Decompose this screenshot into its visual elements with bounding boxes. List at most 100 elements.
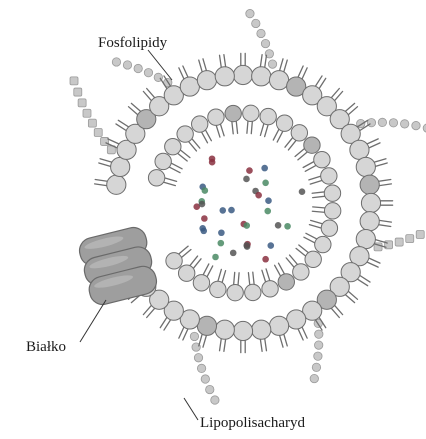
lipid-head — [193, 275, 209, 291]
cargo-particle — [265, 197, 272, 204]
lipid-tail — [199, 333, 203, 345]
lipid-head — [197, 316, 216, 335]
lipid-tail — [366, 262, 378, 267]
lipid-tail — [224, 339, 226, 352]
lipid-head — [245, 284, 261, 300]
lipid-tail — [220, 123, 224, 135]
sugar-unit — [197, 364, 205, 372]
cargo-particle — [209, 159, 216, 166]
lipid-tail — [298, 328, 303, 340]
lipid-tail — [302, 326, 307, 338]
lipid-tail — [203, 335, 207, 347]
lipid-tail — [216, 125, 220, 137]
lipid-head — [165, 138, 181, 154]
phospholipid — [287, 310, 308, 340]
sugar-unit — [211, 396, 219, 404]
lipid-head — [215, 67, 234, 86]
phospholipid — [356, 157, 387, 176]
sugar-unit — [112, 58, 120, 66]
phospholipid — [262, 269, 278, 297]
sugar-unit — [246, 9, 254, 17]
phospholipid — [360, 175, 391, 194]
lipid-tail — [313, 196, 326, 197]
sugar-unit — [310, 374, 318, 382]
lipid-head — [243, 105, 259, 121]
sugar-unit — [268, 60, 276, 68]
lipid-tail — [179, 68, 184, 80]
lipid-head — [178, 265, 194, 281]
lipid-tail — [164, 178, 176, 182]
lipid-head — [155, 153, 171, 169]
phospholipid — [350, 139, 380, 160]
lipid-head — [321, 168, 337, 184]
lipid-tail — [108, 139, 120, 144]
lipid-tail — [253, 272, 254, 285]
cargo-particle — [255, 192, 262, 199]
lipid-tail — [265, 55, 267, 68]
lipid-tail — [378, 225, 391, 227]
lipid-tail — [236, 120, 237, 133]
lipid-tail — [373, 159, 385, 163]
lipid-tail — [379, 220, 392, 222]
protein-leader — [80, 300, 106, 342]
sugar-unit — [395, 238, 403, 246]
lipid-head — [260, 108, 276, 124]
cargo-particle — [243, 242, 250, 249]
lipid-tail — [183, 328, 188, 340]
lipid-tail — [368, 258, 380, 263]
lipid-tail — [284, 60, 288, 72]
lipid-tail — [306, 233, 318, 239]
sugar-unit — [261, 39, 269, 47]
cargo-particle — [228, 207, 235, 214]
lipid-tail — [266, 269, 270, 281]
sugar-unit — [74, 88, 82, 96]
lipid-head — [360, 212, 379, 231]
sugar-unit — [315, 330, 323, 338]
lipid-head — [197, 71, 216, 90]
lipid-tail — [234, 272, 235, 285]
lipid-tail — [279, 335, 283, 347]
lipid-head — [225, 105, 241, 121]
sugar-unit — [83, 109, 91, 117]
lipid-tail — [171, 163, 183, 169]
phospholipid — [356, 229, 387, 248]
lipid-head — [360, 175, 379, 194]
lipid-tail — [199, 60, 203, 72]
lipid-tail — [262, 270, 266, 282]
sugar-unit — [70, 77, 78, 85]
lipid-head — [192, 116, 208, 132]
inner-leaflet — [148, 105, 340, 301]
lipid-head — [148, 170, 164, 186]
lipid-tail — [368, 143, 380, 148]
phospholipid — [312, 185, 341, 201]
lipid-tail — [313, 207, 326, 208]
cargo-particle — [299, 188, 306, 195]
cargo-particle — [218, 240, 225, 247]
phospholipid — [252, 320, 271, 351]
lipid-head — [305, 251, 321, 267]
sugar-unit — [201, 375, 209, 383]
sugar-unit — [400, 120, 408, 128]
lipid-tail — [169, 167, 181, 173]
phospholipid — [360, 212, 391, 231]
lipid-head — [287, 310, 306, 329]
phospholipid — [243, 105, 259, 134]
lipid-head — [356, 157, 375, 176]
lipid-tail — [238, 273, 239, 286]
lipid-head — [166, 253, 182, 269]
lipid-head — [269, 316, 288, 335]
cargo-particle — [212, 254, 219, 261]
sugar-unit — [416, 231, 424, 239]
phospholipid — [233, 321, 252, 352]
lipid-head — [361, 193, 380, 212]
cargo-particle — [243, 176, 250, 183]
lipid-tail — [312, 192, 325, 193]
lipid-head — [210, 281, 226, 297]
phospholipid — [95, 175, 126, 194]
cargo-particle — [264, 208, 271, 215]
lipid-tail — [224, 55, 226, 68]
lipid-tail — [100, 159, 112, 163]
phospholipid — [210, 269, 226, 297]
lipid-tail — [218, 269, 222, 281]
sugar-unit — [378, 118, 386, 126]
